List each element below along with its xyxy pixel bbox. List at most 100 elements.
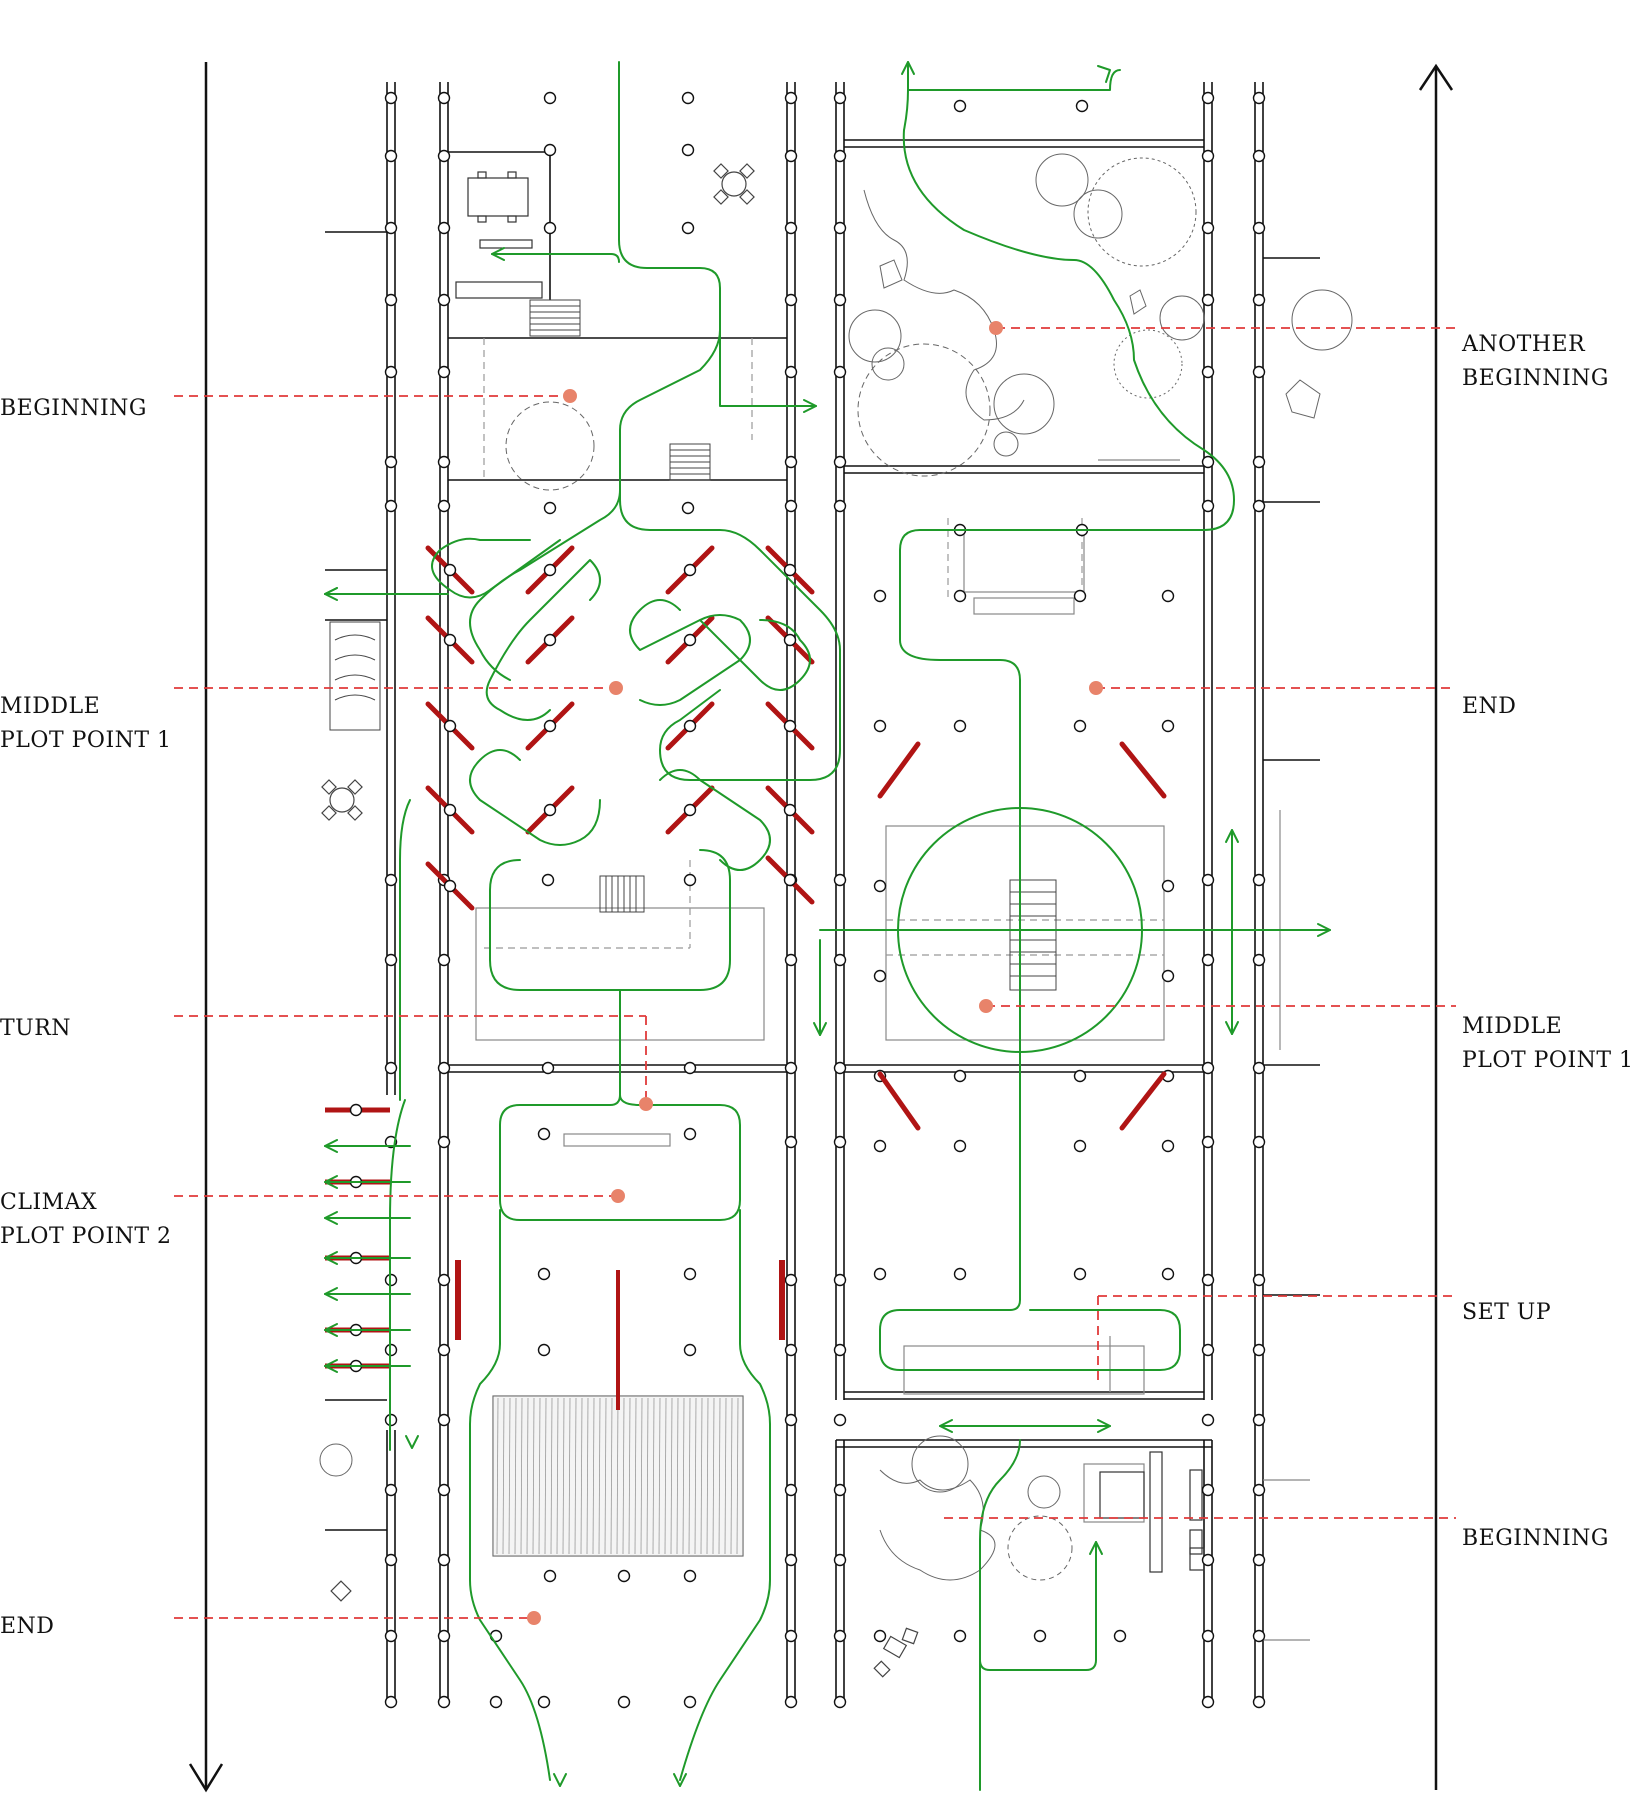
column-dot xyxy=(784,365,798,379)
label-line: END xyxy=(1462,694,1517,719)
column-dot xyxy=(784,1629,798,1643)
column-dot xyxy=(384,1061,398,1075)
focal-point-dot xyxy=(1089,681,1103,695)
column-dot xyxy=(1252,149,1266,163)
pivot-wall xyxy=(877,1071,921,1131)
column-dot xyxy=(537,1267,551,1281)
column-dot xyxy=(833,1135,847,1149)
column-dot xyxy=(437,1629,451,1643)
left-label-end: END xyxy=(0,1610,54,1644)
label-line: SET UP xyxy=(1462,1300,1552,1325)
column-dot xyxy=(437,1553,451,1567)
column-dot xyxy=(437,1273,451,1287)
column-dot xyxy=(437,149,451,163)
column-dot xyxy=(1161,969,1175,983)
pivot-hinge xyxy=(443,633,457,647)
column-dot xyxy=(784,1135,798,1149)
path-arrowheads xyxy=(324,61,1331,1787)
column-dot xyxy=(784,1343,798,1357)
column-dot xyxy=(384,873,398,887)
column-dot xyxy=(683,1343,697,1357)
column-dot xyxy=(784,1695,798,1709)
column-dot xyxy=(437,1695,451,1709)
focal-point-dot xyxy=(989,321,1003,335)
plan-dashed-outlines xyxy=(483,338,1212,956)
right-label-set-up: SET UP xyxy=(1462,1296,1551,1330)
column-dot xyxy=(953,1139,967,1153)
column-dot xyxy=(537,1695,551,1709)
column-dot xyxy=(1252,365,1266,379)
column-dot xyxy=(953,719,967,733)
column-dot xyxy=(1201,1553,1215,1567)
column-dot xyxy=(833,1343,847,1357)
label-line: ANOTHER xyxy=(1462,332,1586,357)
column-dot xyxy=(384,455,398,469)
garden-planting xyxy=(319,153,1353,1581)
column-dot xyxy=(437,221,451,235)
column-dot xyxy=(384,1695,398,1709)
right-label-beginning: BEGINNING xyxy=(1462,1522,1609,1556)
column-dot xyxy=(1201,1135,1215,1149)
label-line: MIDDLE xyxy=(0,694,101,719)
pivot-hinge xyxy=(683,719,697,733)
column-dot xyxy=(543,501,557,515)
column-dot xyxy=(833,1413,847,1427)
column-dot xyxy=(833,91,847,105)
column-dot xyxy=(617,1695,631,1709)
label-line: TURN xyxy=(0,1016,72,1041)
column-dot xyxy=(1161,1139,1175,1153)
column-dot xyxy=(437,455,451,469)
column-dot xyxy=(384,1483,398,1497)
column-dot xyxy=(1252,1483,1266,1497)
column-dot xyxy=(541,873,555,887)
pivot-hinge xyxy=(443,563,457,577)
column-dot xyxy=(1201,1413,1215,1427)
column-dot xyxy=(681,143,695,157)
focal-point-dot xyxy=(639,1097,653,1111)
column-dot xyxy=(1201,499,1215,513)
column-dot xyxy=(384,499,398,513)
column-dot xyxy=(833,1695,847,1709)
column-dot xyxy=(1252,499,1266,513)
label-line: BEGINNING xyxy=(1462,1526,1610,1551)
column-dot xyxy=(1201,293,1215,307)
column-dot xyxy=(1201,455,1215,469)
column-dot xyxy=(953,589,967,603)
kitchen-fittings xyxy=(455,171,1205,1573)
column-dot xyxy=(384,1553,398,1567)
left-label-middle-plot-point-1: MIDDLE PLOT POINT 1 xyxy=(0,690,172,758)
label-line: PLOT POINT 2 xyxy=(0,1224,172,1249)
column-dot xyxy=(784,1273,798,1287)
column-dot xyxy=(437,91,451,105)
pivot-hinge xyxy=(783,563,797,577)
column-dot xyxy=(543,221,557,235)
circulation-paths xyxy=(324,61,1331,1791)
right-label-middle-plot-point-1: MIDDLE PLOT POINT 1 xyxy=(1462,1010,1634,1078)
column-dot xyxy=(681,501,695,515)
column-dot xyxy=(1201,221,1215,235)
column-dot xyxy=(1201,1629,1215,1643)
column-dot xyxy=(784,149,798,163)
column-dot xyxy=(873,879,887,893)
column-dot xyxy=(1252,1629,1266,1643)
column-dot xyxy=(384,221,398,235)
column-dot xyxy=(437,953,451,967)
column-dot xyxy=(953,1069,967,1083)
column-dot xyxy=(1252,1273,1266,1287)
pivot-hinge xyxy=(443,803,457,817)
pivot-hinge xyxy=(349,1103,363,1117)
column-dot xyxy=(683,1061,697,1075)
column-dot xyxy=(1252,953,1266,967)
label-line: MIDDLE xyxy=(1462,1014,1563,1039)
column-dot xyxy=(489,1695,503,1709)
pivot-hinge xyxy=(443,719,457,733)
label-line: PLOT POINT 1 xyxy=(0,728,172,753)
column-dot xyxy=(437,1413,451,1427)
column-dot xyxy=(784,953,798,967)
column-dot xyxy=(833,1273,847,1287)
column-dot xyxy=(683,1267,697,1281)
column-dot xyxy=(1252,1061,1266,1075)
column-dot xyxy=(543,143,557,157)
column-dot xyxy=(437,1343,451,1357)
